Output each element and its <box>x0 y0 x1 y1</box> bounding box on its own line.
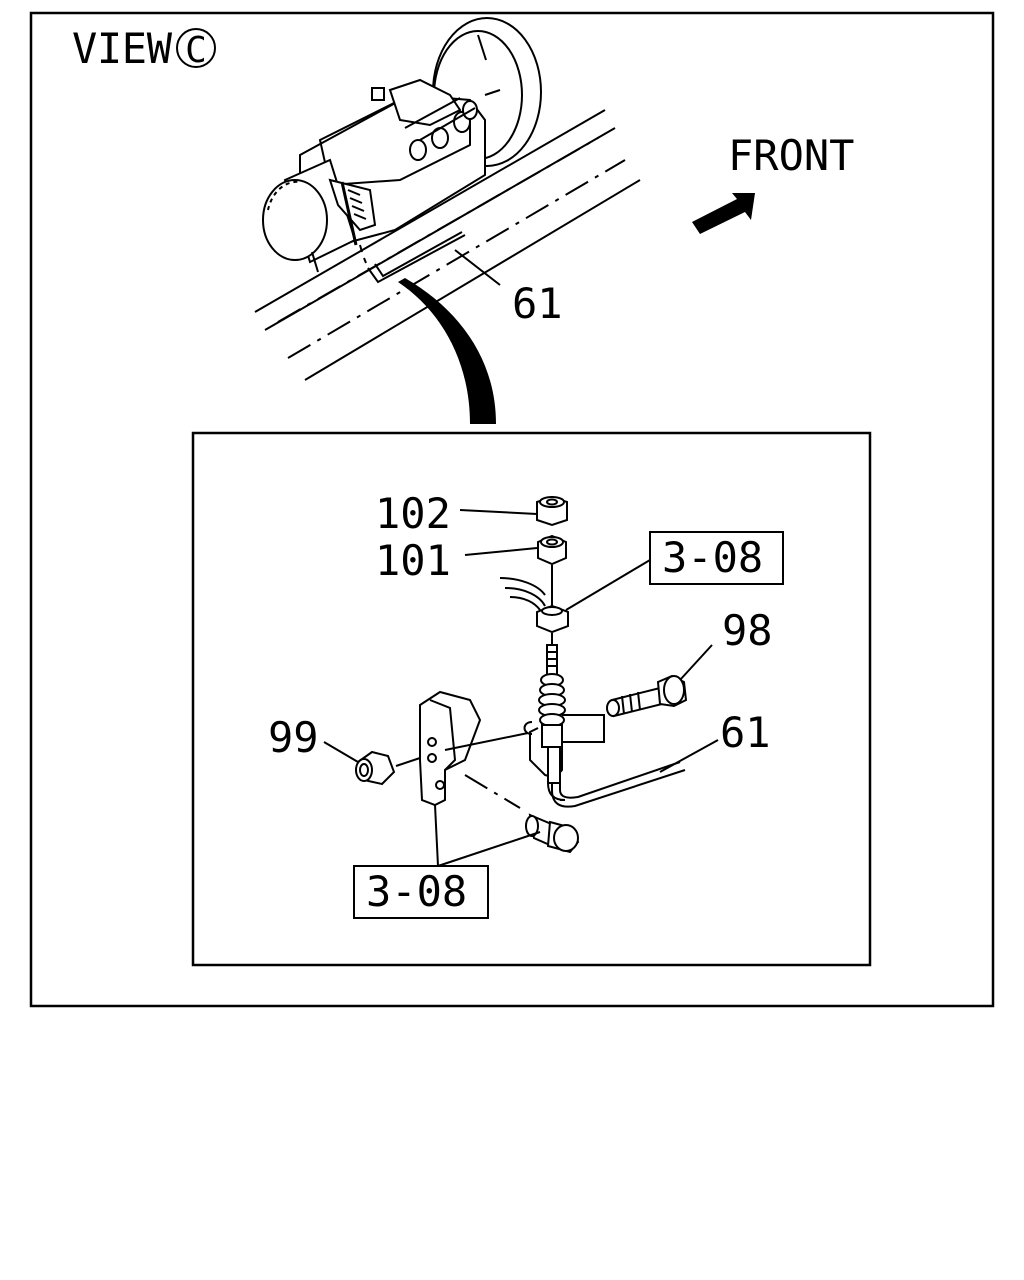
view-label: VIEW <box>72 24 173 73</box>
view-letter-badge: C <box>176 28 216 71</box>
leader-61-detail <box>659 739 719 773</box>
callout-61-top: 61 <box>512 279 563 328</box>
sensor-bracket-leader <box>562 714 605 743</box>
grommet <box>499 577 569 634</box>
front-label: FRONT <box>728 131 854 180</box>
engine-overview-sketch <box>254 17 641 424</box>
callout-99: 99 <box>268 713 319 762</box>
front-arrow-icon <box>692 193 755 234</box>
leader-102 <box>459 509 538 515</box>
callout-101: 101 <box>375 536 451 585</box>
ref-label-bottom: 3-08 <box>366 867 467 916</box>
leader-98 <box>679 644 713 681</box>
bolt-98 <box>606 674 688 718</box>
nut-102 <box>536 495 568 527</box>
leader-101 <box>464 547 538 556</box>
dashed-bolt-axis <box>464 774 521 809</box>
leader-ref-top <box>565 559 651 611</box>
detail-frame <box>191 431 872 967</box>
outer-frame <box>29 11 995 1008</box>
ref-box-top: 3-08 <box>649 531 784 585</box>
pipe-61-detail <box>551 761 686 808</box>
leader-ref-bottom-b <box>437 831 541 867</box>
leader-99 <box>323 741 359 763</box>
callout-98: 98 <box>722 606 773 655</box>
callout-61-detail: 61 <box>720 708 771 757</box>
view-letter: C <box>185 30 207 71</box>
nut-99 <box>355 750 396 786</box>
leader-bracket-sensor <box>444 732 529 751</box>
bolt-lower <box>525 813 580 854</box>
ref-box-bottom: 3-08 <box>353 865 489 919</box>
leader-ref-bottom-a <box>434 804 439 867</box>
ref-label-top: 3-08 <box>662 533 763 582</box>
callout-102: 102 <box>375 489 451 538</box>
nut-101 <box>537 534 567 566</box>
sensor-assembly <box>523 633 566 801</box>
